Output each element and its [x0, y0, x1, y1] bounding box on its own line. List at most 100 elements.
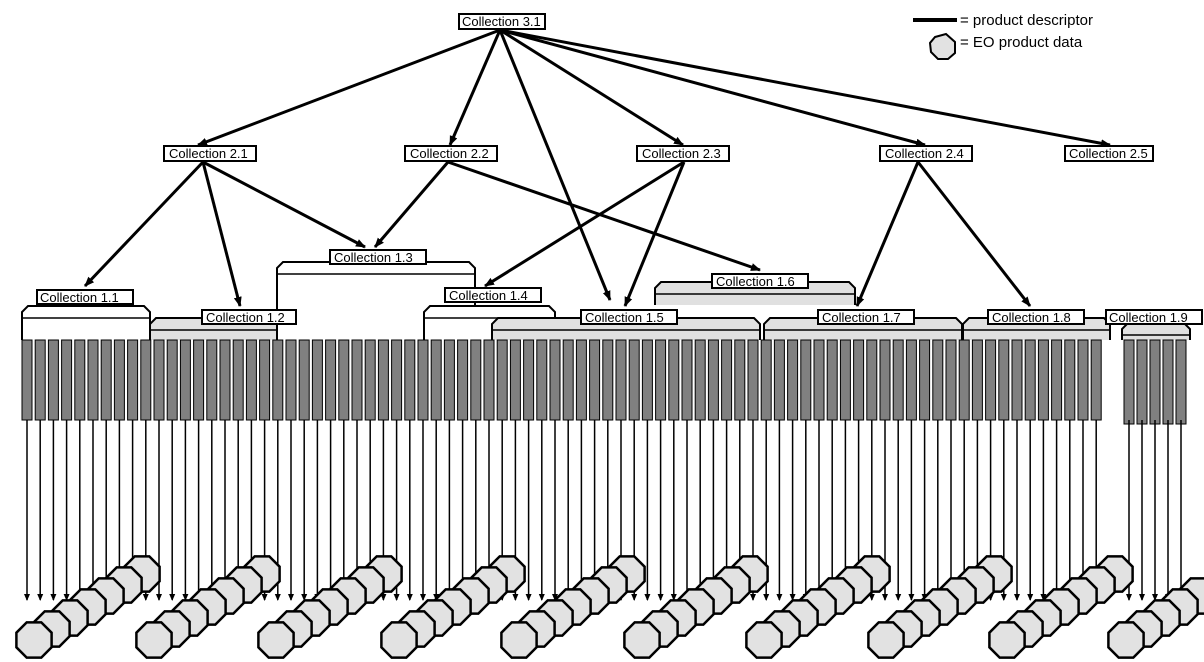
legend-data-swatch-icon	[930, 34, 955, 59]
product-descriptor-bar-6	[88, 340, 98, 420]
product-descriptor-bar-8	[114, 340, 124, 420]
collection-1-6-label: Collection 1.6	[716, 274, 795, 289]
product-descriptor-bar-58	[774, 340, 784, 420]
product-descriptor-bar-12	[167, 340, 177, 420]
product-descriptor-bar-19	[260, 340, 270, 420]
collection-1-2-node: Collection 1.2	[202, 310, 296, 325]
product-descriptor-bar-79	[1052, 340, 1062, 420]
collection-2-4-node: Collection 2.4	[880, 146, 972, 161]
product-descriptor-bar-24	[326, 340, 336, 420]
product-descriptor-bar-78	[1038, 340, 1048, 420]
eo-product-data-3-1	[258, 622, 293, 657]
product-descriptor-bar-81	[1078, 340, 1088, 420]
legend-data-label: = EO product data	[960, 34, 1083, 51]
product-descriptor-bar-29	[392, 340, 402, 420]
collection-1-4-node: Collection 1.4	[445, 288, 541, 303]
product-descriptor-bar-54	[722, 340, 732, 420]
product-descriptor-bar-40	[537, 340, 547, 420]
collection-2-2-label: Collection 2.2	[410, 146, 489, 161]
collection-2-3-node: Collection 2.3	[637, 146, 729, 161]
eo-product-data-10-1	[1108, 622, 1143, 657]
product-descriptor-bar-2	[35, 340, 45, 420]
product-descriptor-bar-11	[154, 340, 164, 420]
legend-descriptor-label: = product descriptor	[960, 12, 1093, 29]
collection-1-5-node: Collection 1.5	[581, 310, 677, 325]
product-descriptor-bar-80	[1065, 340, 1075, 420]
product-descriptor-bar-31	[418, 340, 428, 420]
eo-product-data-4-1	[381, 622, 416, 657]
collection-2-3-label: Collection 2.3	[642, 146, 721, 161]
product-descriptor-bar-3	[48, 340, 58, 420]
product-descriptor-bar-28	[378, 340, 388, 420]
product-descriptor-bar-30	[405, 340, 415, 420]
product-descriptor-bar-46	[616, 340, 626, 420]
collection-2-4-label: Collection 2.4	[885, 146, 964, 161]
product-descriptor-bar-1	[22, 340, 32, 420]
collection-1-7-label: Collection 1.7	[822, 310, 901, 325]
product-descriptor-bar-36	[484, 340, 494, 420]
product-descriptor-bar-4	[62, 340, 72, 420]
product-descriptor-bar-49	[656, 340, 666, 420]
eo-product-data-1-1	[16, 622, 51, 657]
product-descriptor-bar-27	[365, 340, 375, 420]
collection-1-6-node: Collection 1.6	[712, 274, 808, 289]
product-descriptor-bar-34	[458, 340, 468, 420]
hierarchy-link-4	[500, 30, 925, 145]
hierarchy-link-14	[857, 162, 918, 306]
product-descriptor-bar-5	[75, 340, 85, 420]
product-descriptor-bar-7	[101, 340, 111, 420]
collection-bracket-1	[22, 306, 150, 340]
product-descriptor-bar-67	[893, 340, 903, 420]
collection-1-5-label: Collection 1.5	[585, 310, 664, 325]
product-descriptor-bar-69	[920, 340, 930, 420]
product-descriptor-bar-13	[180, 340, 190, 420]
product-descriptor-bar-10	[141, 340, 151, 420]
eo-product-data-6-1	[624, 622, 659, 657]
level1-labels: Collection 1.1 Collection 1.2 Collection…	[37, 250, 1202, 325]
product-descriptor-bar-64	[854, 340, 864, 420]
collection-2-1-label: Collection 2.1	[169, 146, 248, 161]
eo-product-data-9-1	[989, 622, 1024, 657]
product-descriptor-bar-43	[576, 340, 586, 420]
product-descriptor-bar-76	[1012, 340, 1022, 420]
product-descriptor-bar-61	[814, 340, 824, 420]
product-descriptor-bar-48	[642, 340, 652, 420]
collection-1-8-node: Collection 1.8	[988, 310, 1084, 325]
product-descriptor-bar-68	[906, 340, 916, 420]
product-descriptor-bar-18	[246, 340, 256, 420]
product-descriptor-bar-62	[827, 340, 837, 420]
hierarchy-link-7	[85, 162, 203, 286]
product-descriptor-bar-51	[682, 340, 692, 420]
product-descriptor-bar-20	[273, 340, 283, 420]
product-descriptor-bar-32	[431, 340, 441, 420]
hierarchy-link-15	[918, 162, 1030, 306]
hierarchy-link-10	[375, 162, 448, 247]
product-descriptor-bar-71	[946, 340, 956, 420]
eo-product-data-7-1	[746, 622, 781, 657]
collection-1-3-node: Collection 1.3	[330, 250, 426, 265]
collection-2-1-node: Collection 2.1	[164, 146, 256, 161]
collection-1-9-label: Collection 1.9	[1109, 310, 1188, 325]
product-descriptor-bar-14	[194, 340, 204, 420]
product-descriptor-bar-16	[220, 340, 230, 420]
eo-product-data-stacks	[16, 556, 1204, 657]
product-descriptor-bar-21	[286, 340, 296, 420]
product-descriptor-bar-22	[299, 340, 309, 420]
product-descriptor-bar-33	[444, 340, 454, 420]
collection-1-1-label: Collection 1.1	[40, 290, 119, 305]
product-descriptor-bars	[22, 340, 1186, 424]
product-descriptor-bar-9	[128, 340, 138, 420]
product-descriptor-bar-42	[563, 340, 573, 420]
hierarchy-link-11	[448, 162, 760, 270]
hierarchy-link-13	[485, 162, 684, 286]
collection-bracket-9	[1122, 323, 1190, 340]
product-descriptor-bar-55	[735, 340, 745, 420]
collection-1-3-label: Collection 1.3	[334, 250, 413, 265]
product-descriptor-bar-17	[233, 340, 243, 420]
product-descriptor-bar-72	[959, 340, 969, 420]
product-descriptor-bar-70	[933, 340, 943, 420]
product-descriptor-bar-57	[761, 340, 771, 420]
product-descriptor-bar-25	[339, 340, 349, 420]
product-descriptor-bar-50	[669, 340, 679, 420]
